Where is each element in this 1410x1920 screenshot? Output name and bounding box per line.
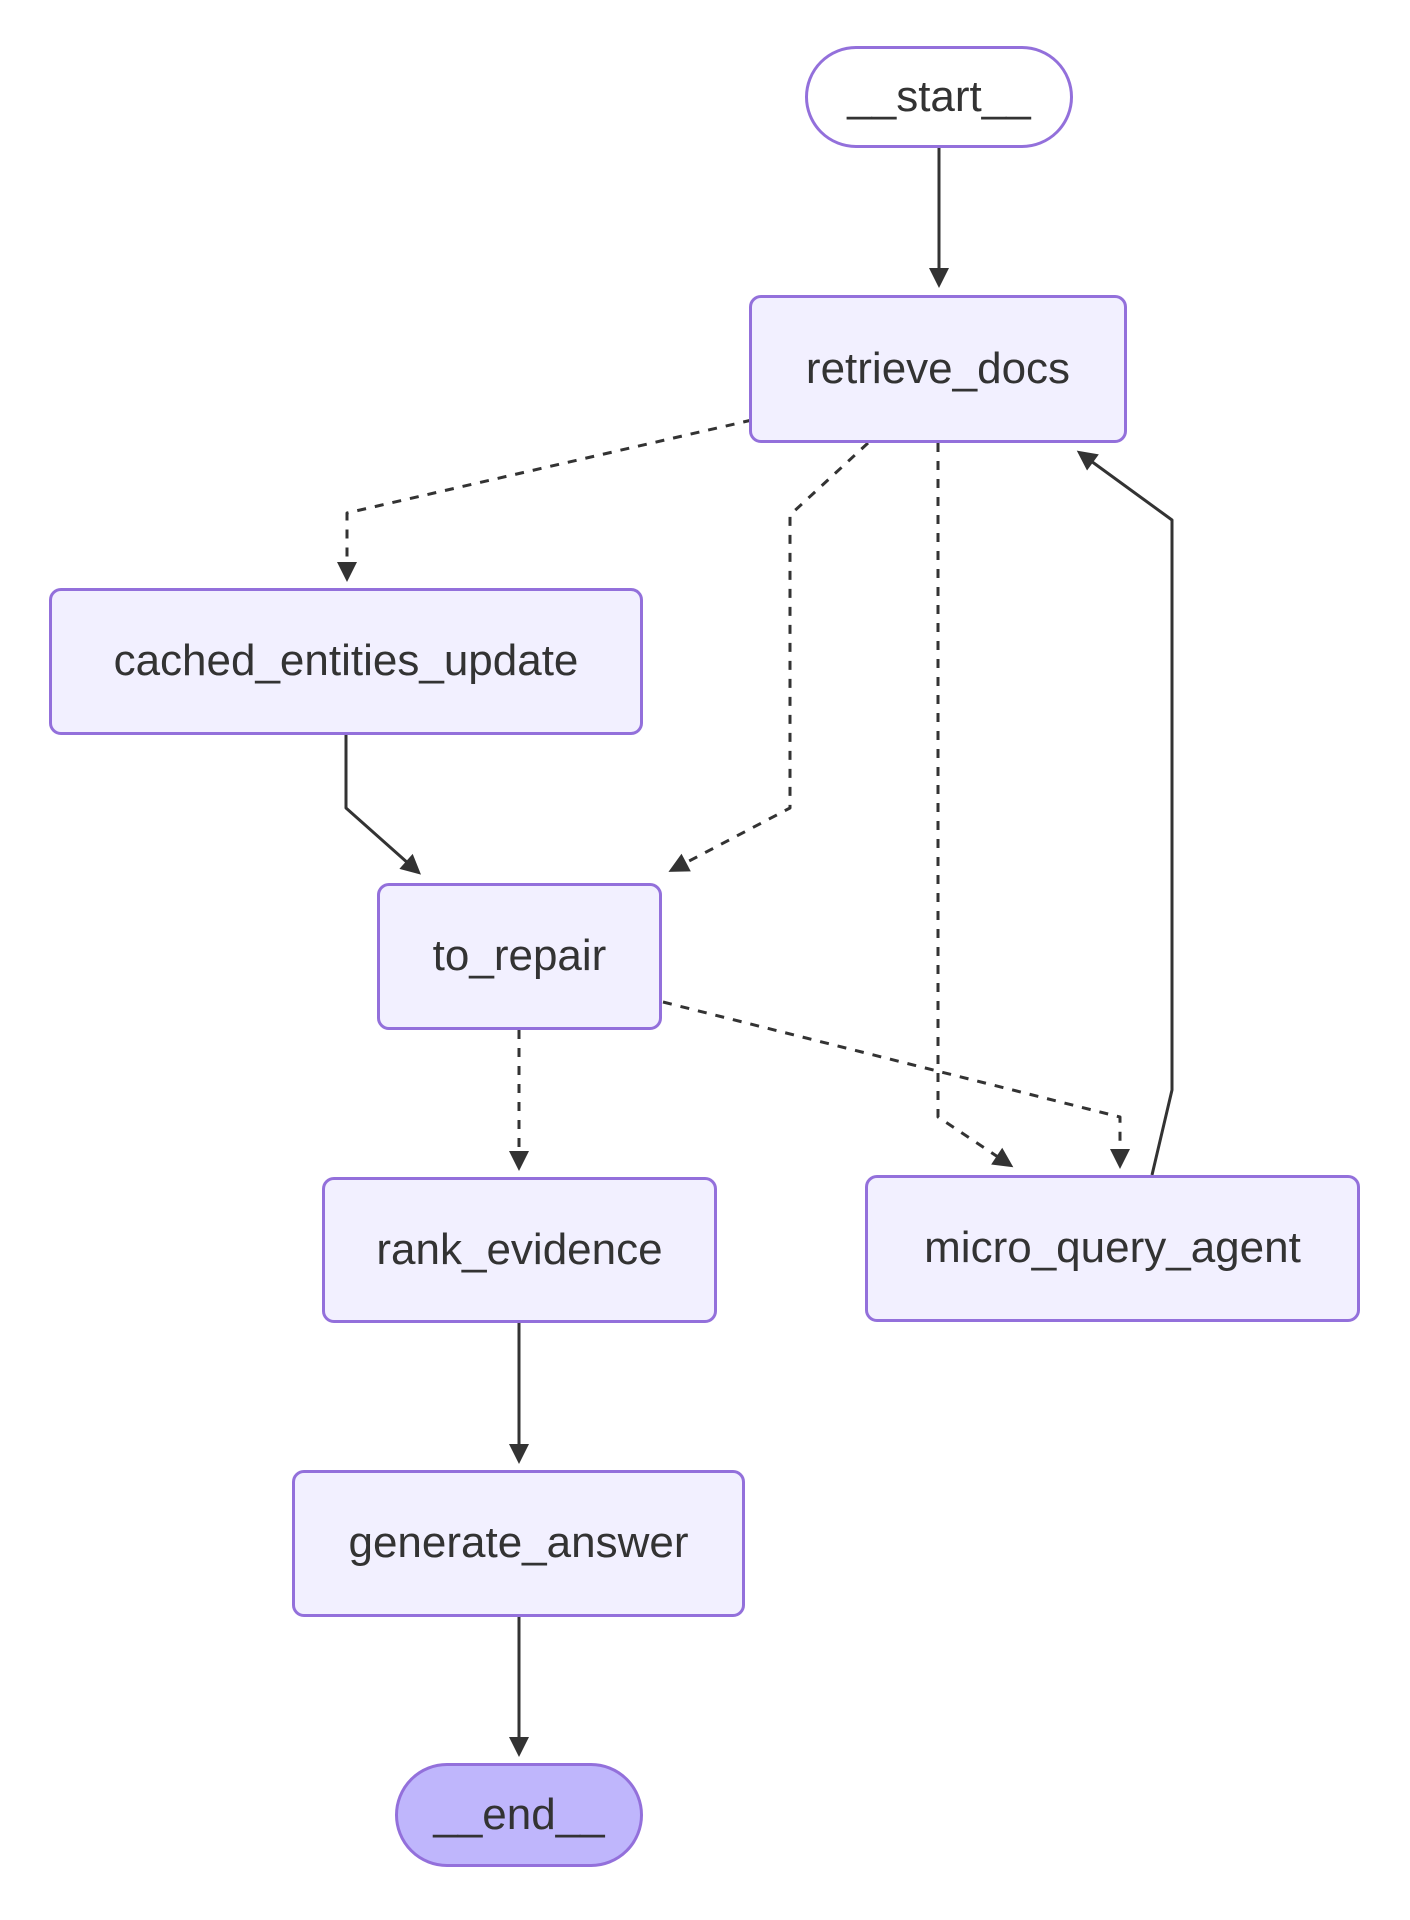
node-generate-answer-label: generate_answer (348, 1518, 689, 1568)
node-micro-query-agent-label: micro_query_agent (924, 1223, 1301, 1273)
node-cached-entities-update-label: cached_entities_update (113, 636, 579, 686)
edge-retrieve-docs-to-to-repair (668, 441, 870, 872)
edge-retrieve-docs-to-micro-query-agent (936, 443, 1014, 1168)
node-cached-entities-update: cached_entities_update (49, 588, 643, 735)
edge-to-repair-to-micro-query-agent (662, 1000, 1130, 1169)
node-retrieve-docs: retrieve_docs (749, 295, 1127, 443)
node-rank-evidence-label: rank_evidence (376, 1224, 663, 1274)
node-micro-query-agent: micro_query_agent (865, 1175, 1360, 1322)
node-start-label: __start__ (847, 71, 1031, 121)
node-generate-answer: generate_answer (292, 1470, 745, 1617)
node-end-label: __end__ (433, 1789, 605, 1839)
node-retrieve-docs-label: retrieve_docs (805, 343, 1071, 393)
node-start: __start__ (805, 46, 1073, 148)
node-to-repair-label: to_repair (432, 931, 607, 981)
edge-retrieve-docs-to-cached-entities-update (337, 418, 753, 582)
node-rank-evidence: rank_evidence (322, 1177, 717, 1323)
node-end: __end__ (395, 1763, 643, 1867)
edge-cached-entities-update-to-to-repair (344, 735, 421, 875)
node-to-repair: to_repair (377, 883, 662, 1030)
edge-micro-query-agent-to-retrieve-docs (1076, 450, 1174, 1176)
